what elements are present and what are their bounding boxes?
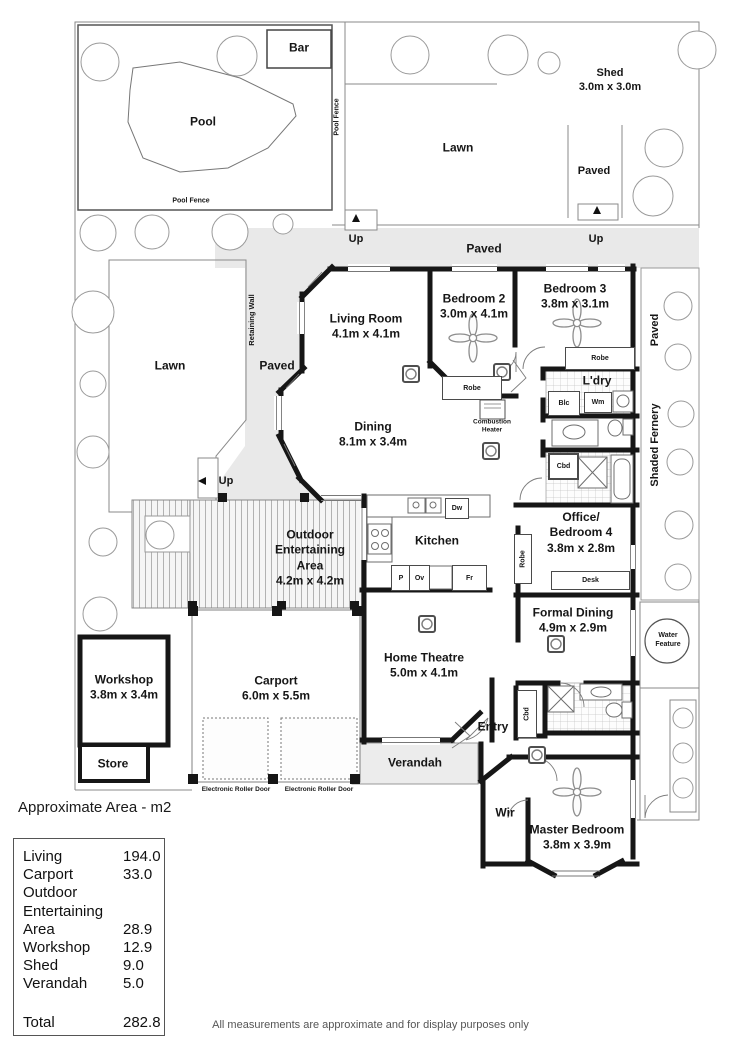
bar-room <box>266 29 332 69</box>
table-row: Outdoor <box>23 884 78 902</box>
pantry-box: P <box>391 565 411 591</box>
laundry-trough-icon <box>612 390 634 413</box>
verandah-label: Verandah <box>387 755 443 770</box>
combustion-heater-box <box>479 399 506 420</box>
entry-label: Entry <box>477 719 509 734</box>
toilet-icon <box>622 418 634 436</box>
carport-outline <box>188 606 362 784</box>
desk-box: Desk <box>551 571 630 590</box>
workshop-store <box>77 634 171 783</box>
bath-icon <box>610 454 634 504</box>
robe-bed3-box: Robe <box>565 347 635 370</box>
oven-box: Ov <box>409 565 430 591</box>
up-lawn-label: Up <box>218 474 234 487</box>
area-table-title: Approximate Area - m2 <box>18 799 172 816</box>
pool-fence-bottom-label: Pool Fence <box>172 197 210 205</box>
windows <box>274 264 638 877</box>
left-arrow-icon <box>198 477 206 485</box>
robe-bed2-box: Robe <box>442 376 502 400</box>
water-feature-circle <box>644 618 690 664</box>
roller-door-2-label: Electronic Roller Door <box>284 785 354 793</box>
robe-office-box: Robe <box>514 534 532 584</box>
lawn-left-label: Lawn <box>154 358 186 373</box>
pool-area <box>77 24 333 211</box>
paved-areas <box>215 228 699 785</box>
disclaimer-text: All measurements are approximate and for… <box>212 1019 529 1031</box>
paved-left-label: Paved <box>259 358 295 373</box>
site-boundary <box>74 21 700 821</box>
laundry-label: L'dry <box>582 373 612 388</box>
paved-right-label: Paved <box>648 313 661 347</box>
up-arrow-icon <box>352 214 360 222</box>
lawn-top-label: Lawn <box>442 140 474 155</box>
retaining-wall-label: Retaining Wall <box>247 294 257 346</box>
powder-vanity <box>551 419 599 447</box>
fridge-box: Fr <box>452 565 487 591</box>
pool-label: Pool <box>190 114 216 129</box>
deck <box>131 493 363 610</box>
tree-icons <box>71 30 717 799</box>
wir-label: Wir <box>495 805 515 820</box>
kitchen-label: Kitchen <box>414 533 460 548</box>
table-row: Entertaining <box>23 902 104 920</box>
bar-label: Bar <box>288 40 310 55</box>
cbd-bath-box: Cbd <box>548 453 579 480</box>
paved-band-label: Paved <box>466 241 502 256</box>
up-arrow-icon <box>593 206 601 214</box>
cooktop-icon <box>367 523 392 555</box>
ensuite-toilet-icon <box>621 701 633 719</box>
pool-shape <box>127 61 297 173</box>
shaded-fernery-label: Shaded Fernery <box>648 403 661 487</box>
ensuite-vanity <box>579 683 623 701</box>
door-arcs <box>451 346 669 819</box>
up-top-left-label: Up <box>348 232 364 245</box>
bathroom-fixtures <box>479 390 634 719</box>
dishwasher-box: Dw <box>445 498 469 519</box>
cbd-entry-box: Cbd <box>517 690 537 738</box>
washing-machine-box: Wm <box>584 392 612 413</box>
store-label: Store <box>97 756 129 771</box>
pool-fence-side-label: Pool Fence <box>333 98 341 136</box>
paved-shed-label: Paved <box>577 164 611 177</box>
up-top-right-label: Up <box>588 232 604 245</box>
roller-door-1-label: Electronic Roller Door <box>201 785 271 793</box>
blc-box: Blc <box>548 391 580 416</box>
